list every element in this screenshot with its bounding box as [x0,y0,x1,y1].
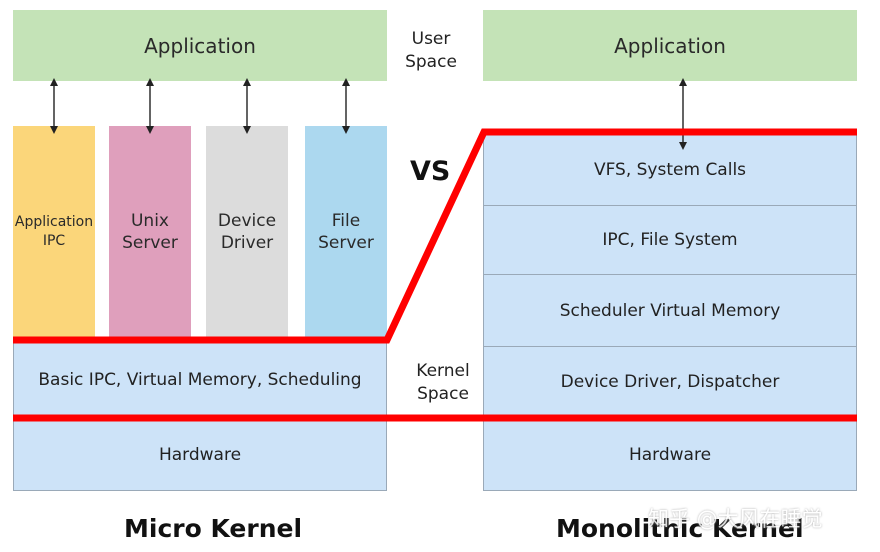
mono-layer-label: IPC, File System [602,230,738,250]
micro-service-application-ipc: Application IPC [13,126,95,338]
mono-hardware-box: Hardware [483,418,857,491]
micro-kernel-box: Basic IPC, Virtual Memory, Scheduling [13,342,387,418]
micro-service-device-driver: Device Driver [206,126,288,338]
mono-layer-device-driver: Device Driver, Dispatcher [483,346,857,418]
mono-layer-vfs: VFS, System Calls [483,134,857,206]
micro-service-file-server: File Server [305,126,387,338]
mono-application-label: Application [614,33,726,58]
mono-layer-scheduler: Scheduler Virtual Memory [483,274,857,347]
micro-hardware-label: Hardware [158,444,242,465]
micro-service-label: Unix Server [122,211,178,253]
micro-service-unix-server: Unix Server [109,126,191,338]
monolithic-kernel-title: Monolithic Kernel [556,514,804,543]
vs-label: VS [410,156,451,187]
watermark: 知乎 @大风在睡觉 [648,507,823,531]
micro-application-label: Application [144,33,256,58]
micro-kernel-title: Micro Kernel [124,514,303,543]
mono-layer-label: Scheduler Virtual Memory [559,300,781,321]
micro-application-box: Application [13,10,387,81]
micro-service-label: Application IPC [14,214,94,249]
micro-service-label: File Server [318,211,374,253]
micro-ipc-arrows [50,78,350,134]
kernel-boundary-line [13,128,857,344]
user-space-label: User Space [405,29,457,72]
micro-kernel-label: Basic IPC, Virtual Memory, Scheduling [38,370,362,390]
mono-application-box: Application [483,10,857,81]
mono-layer-label: Device Driver, Dispatcher [560,372,780,392]
micro-hardware-box: Hardware [13,418,387,491]
mono-hardware-label: Hardware [628,444,712,465]
mono-layer-ipc: IPC, File System [483,205,857,275]
mono-layer-label: VFS, System Calls [593,160,747,180]
micro-service-label: Device Driver [217,211,277,253]
kernel-space-label: Kernel Space [416,361,470,404]
